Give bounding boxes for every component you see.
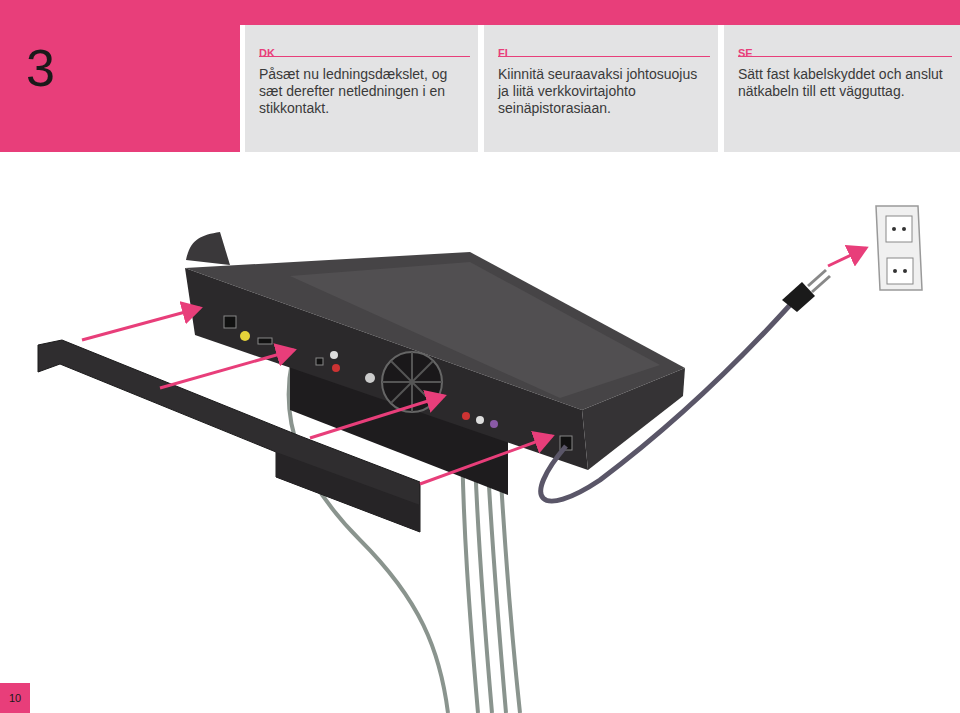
language-tag: SE: [738, 48, 753, 59]
language-panel: SE Sätt fast kabelskyddet och anslut nätk…: [724, 25, 960, 152]
language-tag: FI: [498, 48, 508, 59]
step-number-box: 3: [0, 0, 240, 152]
instruction-text: Sätt fast kabelskyddet och anslut nätkab…: [738, 66, 948, 100]
tag-rule: [259, 56, 470, 57]
instruction-text: Kiinnitä seuraavaksi johtosuojus ja liit…: [498, 66, 706, 116]
step-number: 3: [26, 42, 55, 94]
language-tag: DK: [259, 48, 275, 59]
language-panel: DK Påsæt nu ledningsdækslet, og sæt deref…: [245, 25, 478, 152]
language-panel: FI Kiinnitä seuraavaksi johtosuojus ja li…: [484, 25, 718, 152]
tag-rule: [498, 56, 710, 57]
page-number: 10: [9, 692, 21, 704]
tag-rule: [738, 56, 952, 57]
page-number-box: 10: [0, 683, 30, 713]
instruction-text: Påsæt nu ledningsdækslet, og sæt derefte…: [259, 66, 466, 116]
